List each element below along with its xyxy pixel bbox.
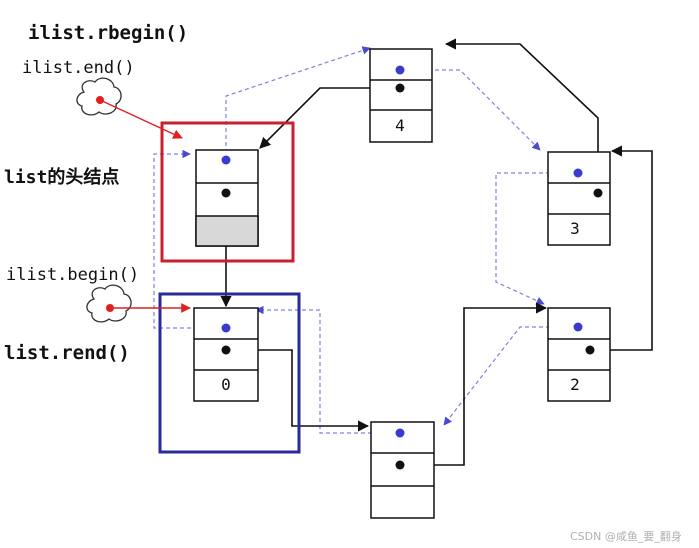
prev-pointer-dot	[221, 155, 231, 165]
rend-label: list.rend()	[4, 342, 130, 364]
node-value: 0	[221, 375, 231, 394]
prev-pointer-dot	[573, 168, 583, 178]
head-node-label: list的头结点	[4, 167, 120, 188]
prev-pointer-dot	[395, 428, 405, 438]
prev-link-1-to-0	[255, 305, 400, 434]
prev-link-0-to-head	[153, 149, 226, 329]
next-pointer-dot	[395, 83, 405, 93]
next-pointer-dot	[221, 345, 231, 355]
cloud-icon	[86, 284, 132, 323]
prev-pointer-dot	[221, 323, 231, 333]
next-pointer-dot	[585, 345, 595, 355]
list-node-4: 4	[369, 48, 433, 143]
watermark: CSDN @咸鱼_要_翻身	[570, 530, 682, 543]
next-pointer-dot	[221, 188, 231, 198]
rbegin-label: ilist.rbegin()	[28, 22, 189, 44]
node-value: 4	[395, 116, 405, 135]
end-label: ilist.end()	[22, 58, 135, 78]
begin-label: ilist.begin()	[6, 265, 140, 285]
begin-iterator-marker	[86, 284, 191, 323]
list-node-0: 0	[193, 307, 259, 402]
list-node-1	[370, 421, 435, 519]
next-link-0-to-1	[226, 349, 370, 432]
list-node-3: 3	[547, 151, 611, 246]
end-iterator-marker	[76, 77, 183, 139]
head-data-cell	[195, 215, 259, 247]
prev-links	[153, 46, 578, 434]
begin-highlight-box	[158, 292, 301, 454]
prev-link-head-to-4	[225, 46, 371, 160]
prev-pointer-dot	[395, 65, 405, 75]
node-value: 2	[570, 375, 580, 394]
prev-pointer-dot	[573, 322, 583, 332]
head-node-highlight-box	[160, 121, 295, 263]
next-pointer-dot	[395, 460, 405, 470]
next-links	[220, 38, 653, 466]
prev-link-3-to-2	[495, 172, 578, 305]
next-link-2-to-3	[590, 145, 653, 351]
list-node-head	[195, 149, 259, 247]
prev-link-2-to-1	[443, 326, 578, 426]
prev-link-4-to-3	[400, 69, 541, 151]
list-node-2: 2	[547, 307, 611, 402]
next-pointer-dot	[593, 188, 603, 198]
node-value: 3	[570, 219, 580, 238]
